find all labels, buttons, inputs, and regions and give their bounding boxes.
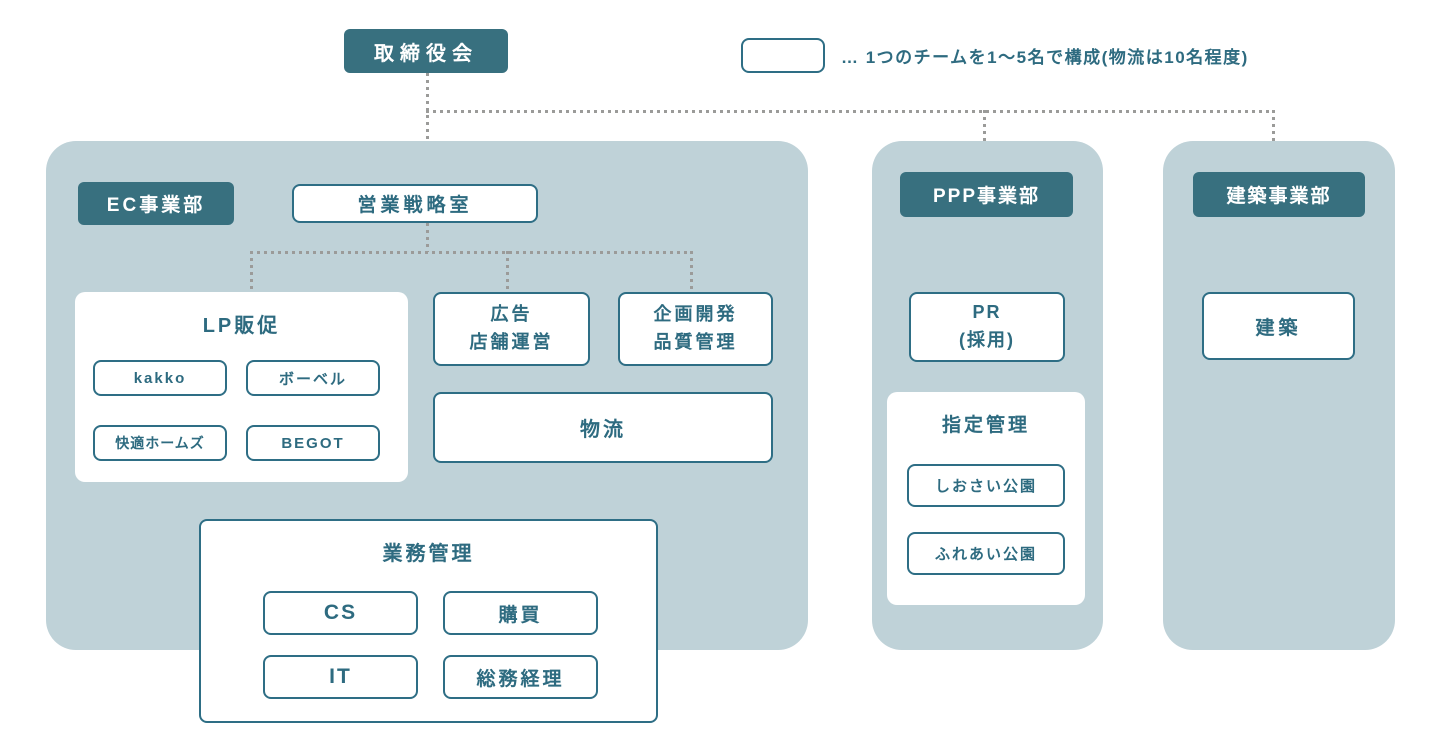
operations-card: 業務管理 CS 購買 IT 総務経理 [199, 519, 658, 723]
pr-line2: (採用) [959, 330, 1015, 350]
construction-division-container [1163, 141, 1395, 650]
legend-sample-box [741, 38, 825, 73]
team-general-affairs: 総務経理 [443, 655, 598, 699]
team-begot: BEGOT [246, 425, 380, 461]
lp-promotion-card: LP販促 kakko ボーベル 快適ホームズ BEGOT [75, 292, 408, 482]
ppp-division-label: PPP事業部 [900, 172, 1073, 217]
team-kakko: kakko [93, 360, 227, 396]
connector-board-stem [426, 73, 429, 141]
connector-drop-ppp [983, 110, 986, 141]
team-purchasing: 購買 [443, 591, 598, 635]
connector-strategy-horizontal [250, 251, 693, 254]
advertising-line1: 広告 [490, 304, 533, 325]
connector-drop-lp [250, 251, 253, 292]
team-kaiteki-homes: 快適ホームズ [93, 425, 227, 461]
board-of-directors-box: 取締役会 [344, 29, 508, 73]
planning-line1: 企画開発 [653, 304, 738, 325]
sales-strategy-box: 営業戦略室 [292, 184, 538, 223]
designated-management-card: 指定管理 しおさい公園 ふれあい公園 [887, 392, 1085, 605]
pr-line1: PR [972, 302, 1002, 323]
connector-board-horizontal [426, 110, 1275, 113]
ec-division-label: EC事業部 [78, 182, 234, 225]
advertising-line2: 店舗運営 [469, 332, 554, 352]
connector-drop-planning [690, 251, 693, 292]
construction-division-label: 建築事業部 [1193, 172, 1365, 217]
advertising-store-box: 広告 店舗運営 [433, 292, 590, 366]
team-shiosai-park: しおさい公園 [907, 464, 1065, 507]
planning-line2: 品質管理 [653, 332, 738, 352]
planning-quality-box: 企画開発 品質管理 [618, 292, 773, 366]
team-it: IT [263, 655, 418, 699]
team-fureai-park: ふれあい公園 [907, 532, 1065, 575]
construction-team-box: 建築 [1202, 292, 1355, 360]
connector-strategy-stem [426, 223, 429, 252]
connector-drop-construction [1272, 110, 1275, 141]
designated-management-title: 指定管理 [941, 415, 1030, 436]
legend-text: … 1つのチームを1〜5名で構成(物流は10名程度) [841, 48, 1249, 67]
connector-drop-advertising [506, 251, 509, 292]
logistics-box: 物流 [433, 392, 773, 463]
team-cs: CS [263, 591, 418, 635]
lp-promotion-title: LP販促 [202, 315, 281, 337]
team-beaubel: ボーベル [246, 360, 380, 396]
operations-title: 業務管理 [382, 543, 475, 565]
pr-recruiting-box: PR (採用) [909, 292, 1065, 362]
